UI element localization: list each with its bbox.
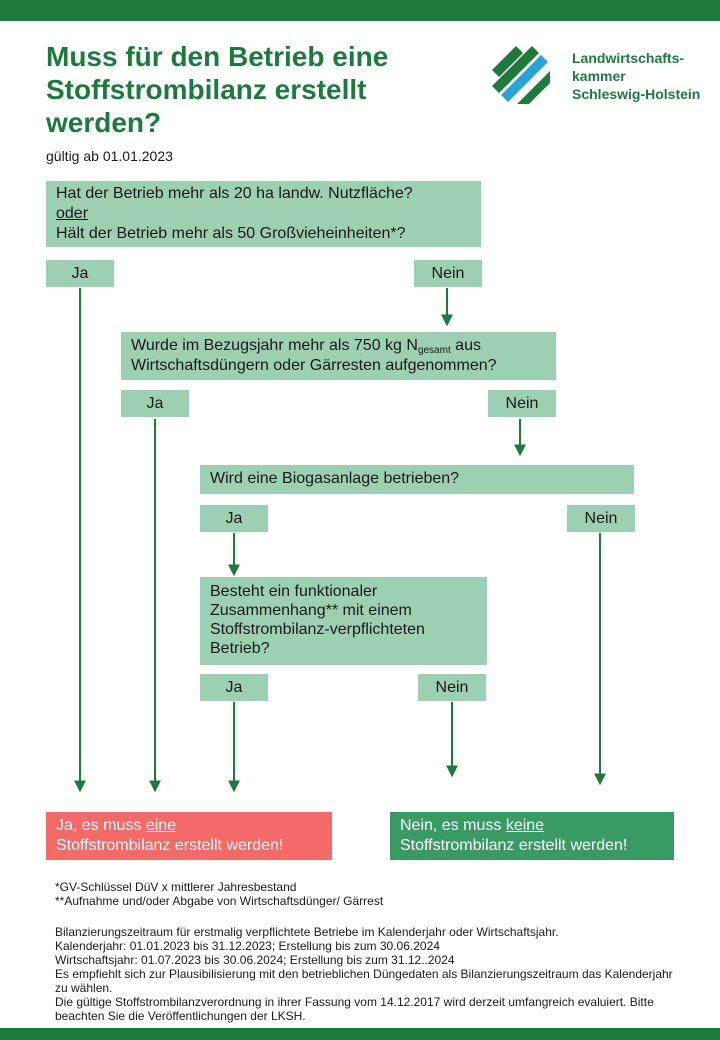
note-4: Es empfiehlt sich zur Plausibilisierung …	[55, 967, 677, 995]
page-title: Muss für den Betrieb eine Stoffstrombila…	[46, 41, 389, 138]
result-yes-emph: eine	[145, 817, 177, 834]
q4-yes-label: Ja	[200, 674, 268, 701]
question-1: Hat der Betrieb mehr als 20 ha landw. Nu…	[46, 181, 481, 247]
q4-line-1: Besteht ein funktionaler	[210, 583, 378, 600]
q1-line-2: Hält der Betrieb mehr als 50 Großviehein…	[56, 225, 406, 242]
result-yes-line-1: Ja, es muss eine	[56, 816, 322, 836]
q4-line-2: Zusammenhang** mit einem	[210, 602, 412, 619]
result-no-emph: keine	[505, 817, 545, 834]
note-5: Die gültige Stoffstrombilanzverordnung i…	[55, 995, 658, 1023]
q2-line-2: Wirtschaftsdüngern oder Gärresten aufgen…	[131, 357, 497, 374]
result-yes: Ja, es muss eine Stoffstrombilanz erstel…	[46, 812, 332, 860]
result-no-pre: Nein, es muss	[400, 817, 506, 834]
result-yes-line-2: Stoffstrombilanz erstellt werden!	[56, 837, 284, 854]
logo-line-2: kammer	[572, 68, 626, 84]
q1-line-1: Hat der Betrieb mehr als 20 ha landw. Nu…	[56, 185, 413, 202]
q2-sub: gesamt	[417, 345, 451, 356]
valid-from: gültig ab 01.01.2023	[46, 148, 173, 164]
question-4: Besteht ein funktionaler Zusammenhang** …	[200, 577, 487, 665]
bottom-bar	[0, 1028, 720, 1040]
q3-yes-label: Ja	[200, 505, 268, 532]
q1-yes-label: Ja	[46, 260, 114, 287]
question-3: Wird eine Biogasanlage betrieben?	[200, 465, 634, 494]
result-no-line-1: Nein, es muss keine	[400, 816, 664, 836]
top-bar	[0, 0, 720, 21]
logo-line-3: Schleswig-Holstein	[572, 86, 701, 102]
q2-yes-label: Ja	[121, 390, 189, 417]
q4-line-3: Stoffstrombilanz-verpflichteten	[210, 621, 425, 638]
logo-line-1: Landwirtschafts-	[572, 50, 685, 66]
q2-line-1: Wurde im Bezugsjahr mehr als 750 kg Nges…	[131, 336, 546, 356]
note-1: Bilanzierungszeitraum für erstmalig verp…	[55, 925, 559, 939]
q2-no-label: Nein	[488, 390, 556, 417]
footnote-gv: *GV-Schlüssel DüV x mittlerer Jahresbest…	[55, 880, 297, 894]
q2-post: aus	[450, 337, 481, 354]
q2-pre: Wurde im Bezugsjahr mehr als 750 kg N	[131, 337, 418, 354]
notes: Bilanzierungszeitraum für erstmalig verp…	[55, 925, 675, 1023]
result-no-line-2: Stoffstrombilanz erstellt werden!	[400, 837, 628, 854]
q1-no-label: Nein	[414, 260, 482, 287]
result-no: Nein, es muss keine Stoffstrombilanz ers…	[390, 812, 674, 860]
note-2: Kalenderjahr: 01.01.2023 bis 31.12.2023;…	[55, 939, 440, 953]
chamber-logo-text: Landwirtschafts- kammer Schleswig-Holste…	[572, 49, 712, 103]
q3-no-label: Nein	[567, 505, 635, 532]
footnote-exchange: **Aufnahme und/oder Abgabe von Wirtschaf…	[55, 894, 384, 908]
q4-line-4: Betrieb?	[210, 640, 270, 657]
chamber-logo-icon	[492, 46, 550, 104]
question-2: Wurde im Bezugsjahr mehr als 750 kg Nges…	[121, 332, 556, 380]
note-3: Wirtschaftsjahr: 01.07.2023 bis 30.06.20…	[55, 953, 455, 967]
q1-connector: oder	[56, 205, 89, 222]
result-yes-pre: Ja, es muss	[56, 817, 146, 834]
footnotes: *GV-Schlüssel DüV x mittlerer Jahresbest…	[55, 880, 383, 908]
q4-no-label: Nein	[418, 674, 486, 701]
